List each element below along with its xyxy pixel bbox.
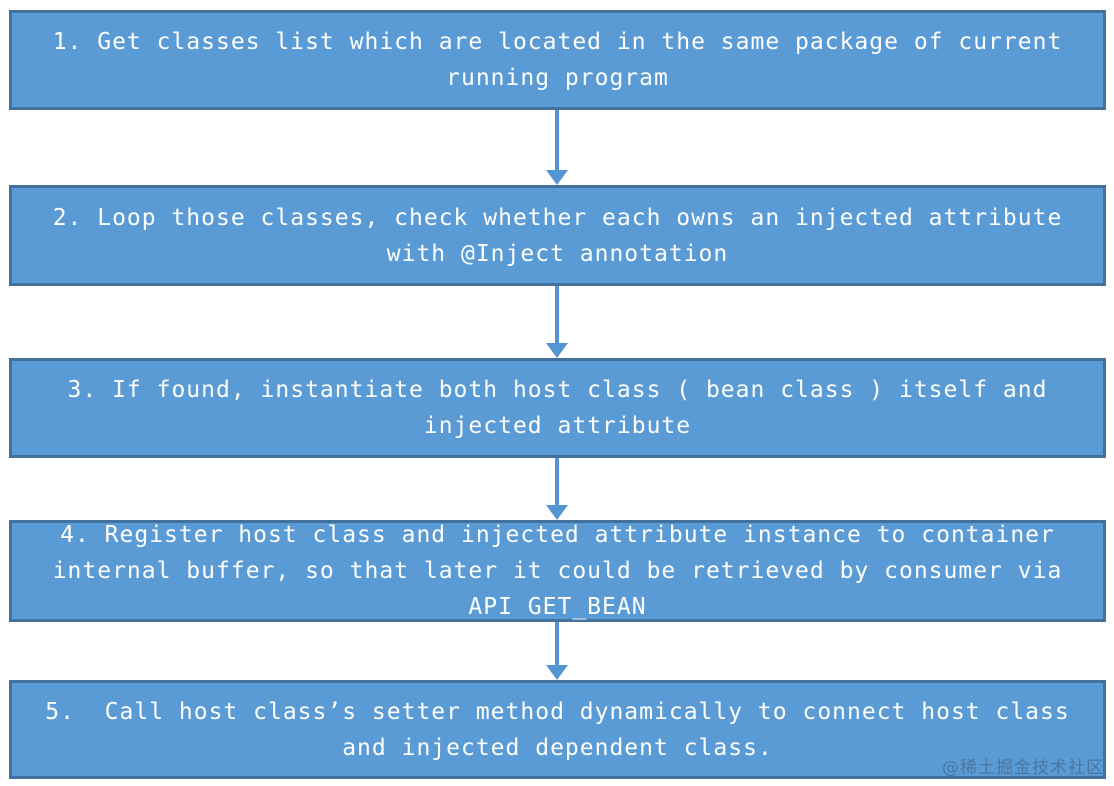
arrow-down-icon [546, 170, 568, 185]
step-5-text-line-2: and injected dependent class. [342, 734, 773, 761]
arrow-down-icon [546, 343, 568, 358]
arrow-line [555, 110, 559, 170]
step-1-text-line-2: running program [446, 65, 669, 91]
flow-arrow-2 [536, 286, 578, 358]
flow-step-1: 1. Get classes list which are located in… [9, 10, 1106, 110]
flow-step-5: 5. Call host class’s setter method dynam… [9, 680, 1106, 779]
arrow-line [555, 286, 559, 343]
step-3-text-line-1: 3. If found, instantiate both host class… [67, 377, 1048, 403]
flow-arrow-3 [536, 458, 578, 520]
flow-step-2: 2. Loop those classes, check whether eac… [9, 185, 1106, 286]
arrow-line [555, 622, 559, 665]
arrow-down-icon [546, 665, 568, 680]
watermark: @稀土掘金技术社区 [942, 758, 1104, 778]
arrow-down-icon [546, 505, 568, 520]
step-4-text-line-2: internal buffer, so that later it could … [52, 558, 1063, 584]
step-2-text-line-2: with @Inject annotation [386, 240, 729, 267]
flow-arrow-4 [536, 622, 578, 680]
step-5-text-line-1: 5. Call host class’s setter method dynam… [45, 698, 1070, 725]
flow-arrow-1 [536, 110, 578, 185]
step-4-text-line-3: API GET_BEAN [468, 594, 647, 620]
step-1-text-line-1: 1. Get classes list which are located in… [52, 29, 1063, 55]
step-4-text-line-1: 4. Register host class and injected attr… [60, 522, 1055, 548]
step-2-text-line-1: 2. Loop those classes, check whether eac… [52, 204, 1063, 231]
flow-step-4: 4. Register host class and injected attr… [9, 520, 1106, 622]
arrow-line [555, 458, 559, 505]
step-3-text-line-2: injected attribute [423, 413, 692, 439]
flow-step-3: 3. If found, instantiate both host class… [9, 358, 1106, 458]
